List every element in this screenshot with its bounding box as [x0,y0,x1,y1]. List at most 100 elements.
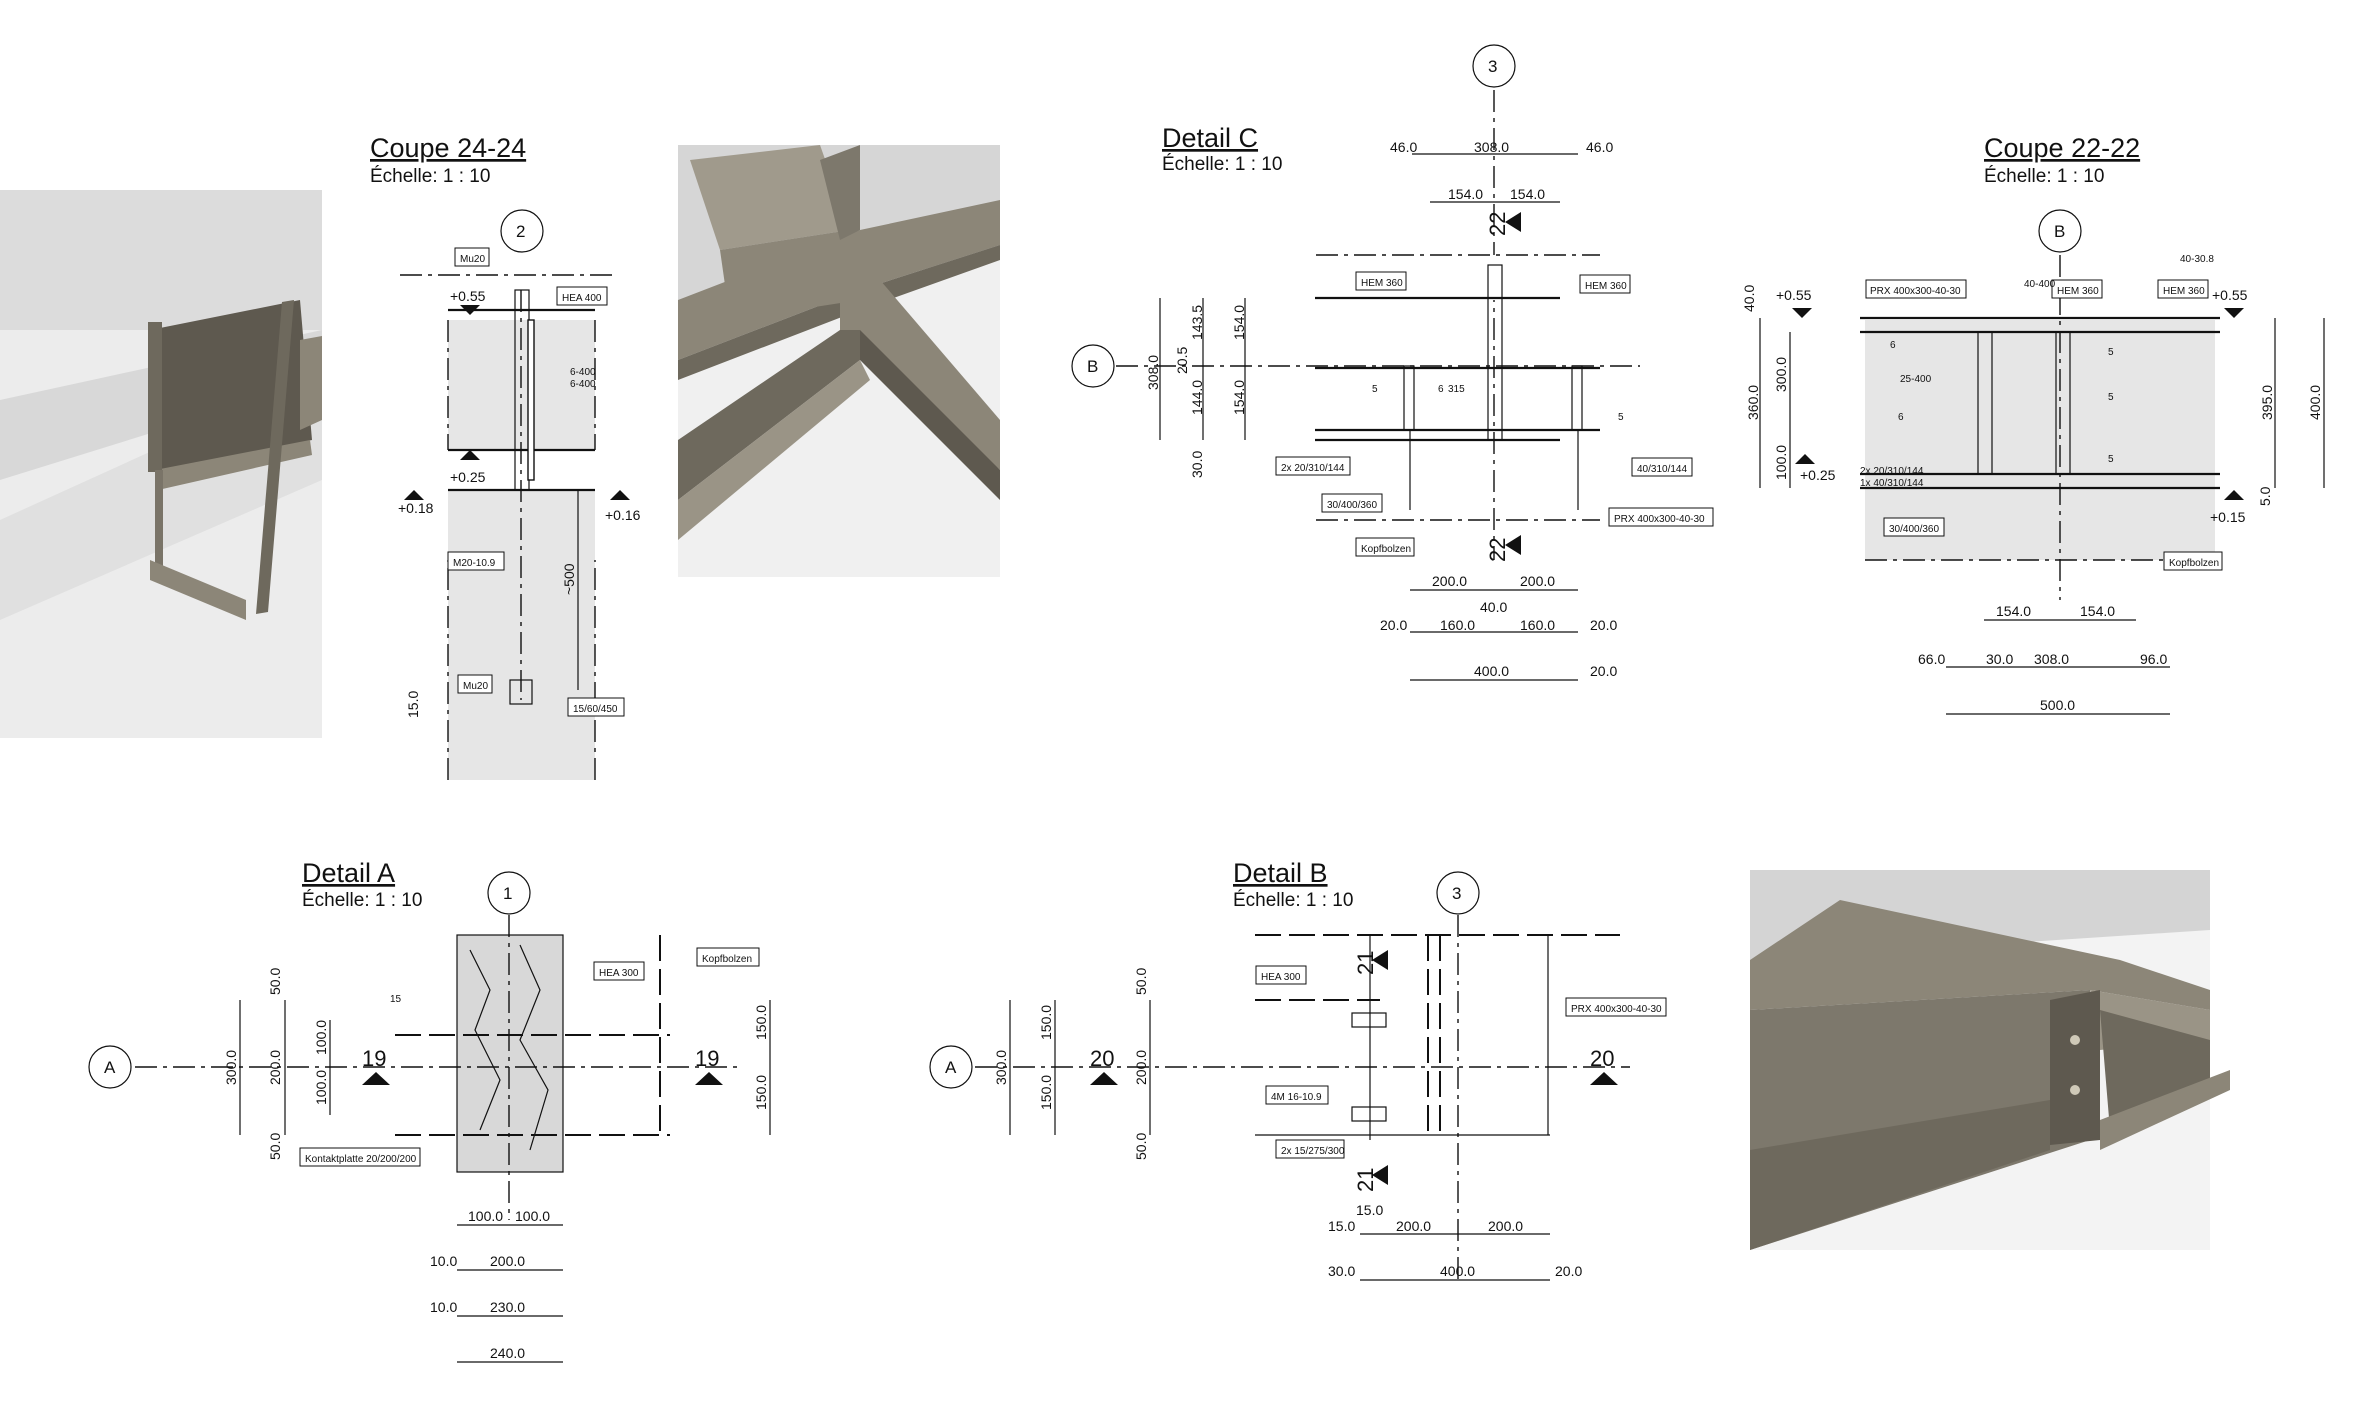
dim: 50.0 [267,1133,283,1160]
dim: 230.0 [490,1299,525,1315]
view-scale: Échelle: 1 : 10 [1984,166,2104,187]
section-mark: 22 [1485,212,1510,236]
weld: 5 [2108,392,2114,403]
weld: 40-400 [2024,279,2056,290]
view-scale: Échelle: 1 : 10 [1233,890,1353,911]
tag: Mu20 [463,681,488,692]
tag: HEM 360 [1585,281,1627,292]
tag: 30/400/360 [1327,500,1377,511]
view-title: Coupe 22-22 [1984,133,2140,163]
dim: 160.0 [1440,617,1475,633]
dim: 200.0 [490,1253,525,1269]
tag: 30/400/360 [1889,524,1939,535]
tag: Kopfbolzen [1361,544,1411,555]
view-scale: Échelle: 1 : 10 [1162,154,1282,175]
dim: 200.0 [267,1050,283,1085]
dim: 308.0 [2034,651,2069,667]
dim: 5.0 [2257,486,2273,506]
dim: 20.0 [1555,1263,1582,1279]
dim: 200.0 [1133,1050,1149,1085]
dim: 300.0 [993,1050,1009,1085]
dim: 20.5 [1174,347,1190,374]
dim: 50.0 [1133,968,1149,995]
weld: 6 [1438,384,1444,395]
section-mark: 20 [1590,1046,1614,1071]
level: +0.25 [1800,467,1836,483]
tag: 2x 15/275/300 [1281,1146,1345,1157]
dim: 150.0 [753,1075,769,1110]
weld: 6 [1898,412,1904,423]
tag: HEA 400 [562,293,602,304]
dim: 15.0 [405,691,421,718]
view-scale: Échelle: 1 : 10 [302,890,422,911]
tag: HEM 360 [2163,286,2205,297]
tag: 40/310/144 [1637,464,1687,475]
render-3d-column [0,190,322,738]
dim: 46.0 [1390,139,1417,155]
view-detail-c: Detail C Échelle: 1 : 10 3 B 22 22 HEM 3… [1071,44,1714,681]
tag: PRX 400x300-40-30 [1571,1004,1662,1015]
weld: 5 [1618,412,1624,423]
weld: 15 [390,994,402,1005]
dim: 30.0 [1986,651,2013,667]
section-mark: 22 [1485,538,1510,562]
dim: 100.0 [313,1070,329,1105]
grid-bubble: 1 [503,884,512,903]
dim: 40.0 [1480,599,1507,615]
dim: 143.5 [1189,305,1205,340]
tag: 4M 16-10.9 [1271,1092,1322,1103]
dim: 150.0 [1038,1075,1054,1110]
tag: HEM 360 [1361,278,1403,289]
dim: 154.0 [1510,186,1545,202]
view-title: Detail C [1162,123,1258,153]
tag: 1x 40/310/144 [1860,478,1924,489]
grid-bubble: 3 [1488,57,1497,76]
dim: 150.0 [753,1005,769,1040]
dim: 15.0 [1328,1218,1355,1234]
tag: 15/60/450 [573,704,618,715]
view-title: Coupe 24-24 [370,133,526,163]
dim: 150.0 [1038,1005,1054,1040]
weld: 25-400 [1900,374,1932,385]
tag: 2x 20/310/144 [1860,466,1924,477]
dim: ~500 [561,563,577,595]
tag: M20-10.9 [453,558,496,569]
dim: 400.0 [1440,1263,1475,1279]
dim: 20.0 [1380,617,1407,633]
dim: 100.0 [1773,445,1789,480]
dim: 240.0 [490,1345,525,1361]
dim: 100.0 [515,1208,550,1224]
weld: 5 [1372,384,1378,395]
dim: 308.0 [1474,139,1509,155]
dim: 500.0 [2040,697,2075,713]
section-mark: 21 [1353,1168,1378,1192]
dim: 154.0 [2080,603,2115,619]
section-mark: 19 [695,1046,719,1071]
view-detail-a: Detail A Échelle: 1 : 10 1 A 19 19 HEA 3… [88,858,771,1363]
tag: HEA 300 [599,968,639,979]
weld: 6-400 [570,379,596,390]
tag: HEA 300 [1261,972,1301,983]
level: +0.16 [605,507,641,523]
dim: 50.0 [267,968,283,995]
level: +0.15 [2210,509,2246,525]
dim: 200.0 [1432,573,1467,589]
dim: 15.0 [1356,1202,1383,1218]
dim: 10.0 [430,1253,457,1269]
view-detail-b: Detail B Échelle: 1 : 10 3 A 21 21 20 20… [929,858,1667,1281]
dim: 100.0 [313,1020,329,1055]
tag: Kopfbolzen [702,954,752,965]
tag: PRX 400x300-40-30 [1870,286,1961,297]
dim: 200.0 [1520,573,1555,589]
tag: Kontaktplatte 20/200/200 [305,1154,417,1165]
dim: 154.0 [1448,186,1483,202]
dim: 20.0 [1590,663,1617,679]
level: +0.55 [1776,287,1812,303]
weld: 315 [1448,384,1465,395]
dim: 10.0 [430,1299,457,1315]
dim: 96.0 [2140,651,2167,667]
level: +0.55 [450,288,486,304]
tag: HEM 360 [2057,286,2099,297]
view-title: Detail B [1233,858,1328,888]
